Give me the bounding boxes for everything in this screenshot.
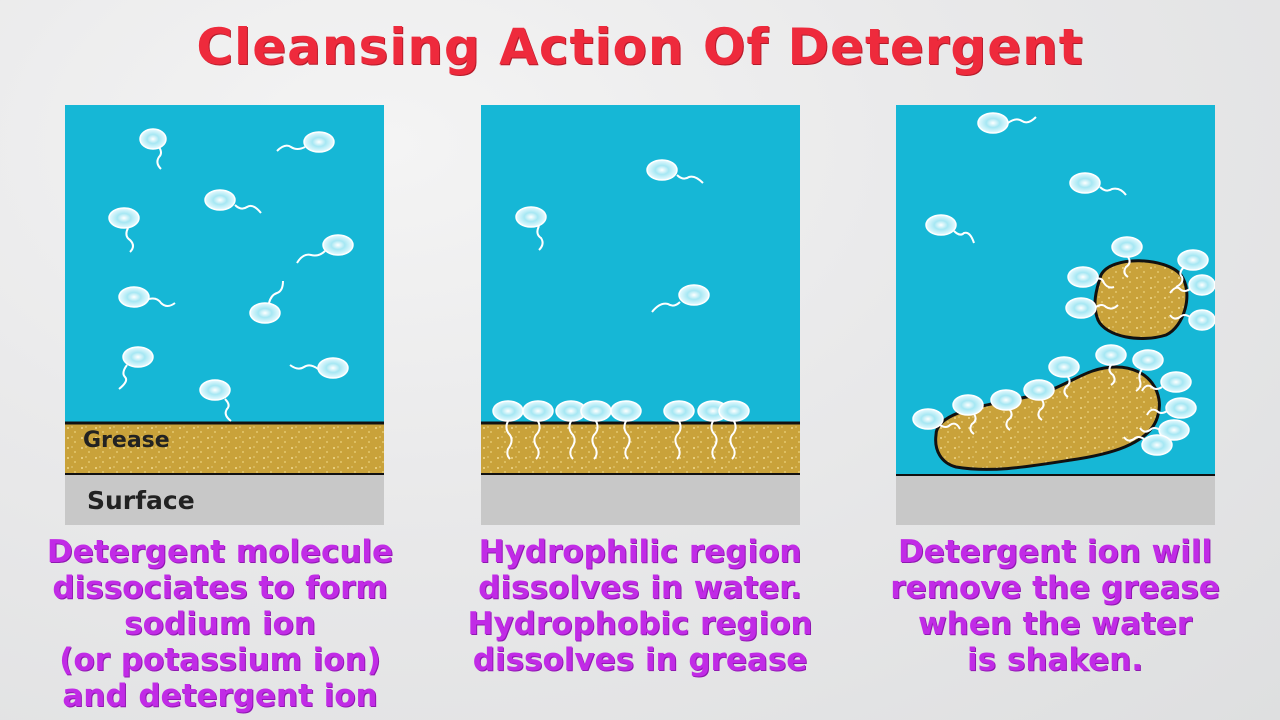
surface-label: Surface	[87, 486, 195, 515]
surface-layer	[481, 475, 800, 525]
caption-line: Detergent molecule	[40, 534, 400, 570]
grease-label: Grease	[83, 428, 170, 453]
caption-line: and detergent ion	[40, 678, 400, 714]
surface-layer	[896, 476, 1215, 525]
caption-line: dissolves in water.	[460, 570, 820, 606]
caption-line: dissociates to form	[40, 570, 400, 606]
caption-line: remove the grease	[875, 570, 1235, 606]
caption-line: Hydrophobic region	[460, 606, 820, 642]
caption-line: when the water	[875, 606, 1235, 642]
page-title: Cleansing Action Of Detergent	[0, 18, 1280, 76]
caption-line: (or potassium ion)	[40, 642, 400, 678]
caption-line: Hydrophilic region	[460, 534, 820, 570]
grease-droplet-small	[1095, 261, 1187, 339]
panel-removal	[896, 105, 1215, 525]
caption-panel-2: Hydrophilic region dissolves in water. H…	[460, 534, 820, 678]
grease-layer	[481, 423, 800, 475]
caption-line: sodium ion	[40, 606, 400, 642]
water-region	[481, 105, 800, 423]
panel-orientation	[481, 105, 800, 525]
caption-panel-1: Detergent molecule dissociates to form s…	[40, 534, 400, 714]
caption-line: is shaken.	[875, 642, 1235, 678]
caption-line: dissolves in grease	[460, 642, 820, 678]
caption-panel-3: Detergent ion will remove the grease whe…	[875, 534, 1235, 678]
caption-line: Detergent ion will	[875, 534, 1235, 570]
panel-dissociation: Grease Surface	[65, 105, 384, 525]
